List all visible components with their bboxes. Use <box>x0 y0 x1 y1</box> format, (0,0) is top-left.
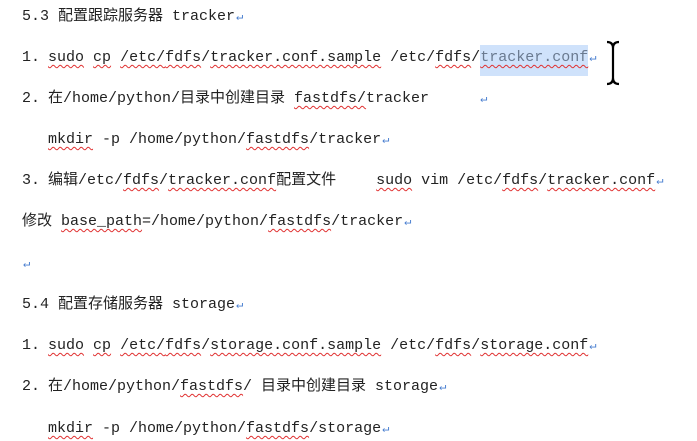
paragraph-mark-icon: ↵ <box>382 133 390 147</box>
text: fdfs <box>165 49 202 66</box>
step-1-storage: 1.sudo cp /etc/fdfs/storage.conf.sample … <box>22 336 596 356</box>
text: -p /home/python/ <box>93 420 247 437</box>
text: /etc/ <box>120 49 166 66</box>
text: /storage <box>309 420 382 437</box>
text: cp <box>93 49 112 66</box>
text: -p /home/python/ <box>93 131 247 148</box>
step-number: 1. <box>22 49 41 66</box>
text: cp <box>93 337 112 354</box>
text: fdfs <box>165 337 202 354</box>
step-number: 1. <box>22 337 41 354</box>
text: fdfs <box>123 172 160 189</box>
mkdir-storage: mkdir -p /home/python/fastdfs/storage↵ <box>48 419 389 439</box>
paragraph-mark-icon: ↵ <box>589 51 597 65</box>
text: fastdfs/ <box>294 90 367 107</box>
step-2-tracker: 2. 在/home/python/目录中创建目录 fastdfs/tracker ↵ <box>22 89 487 109</box>
text: /etc/ <box>120 337 166 354</box>
text: =/home/python/ <box>142 213 269 230</box>
text: /etc/ <box>381 337 436 354</box>
text: storage.conf <box>480 337 589 354</box>
step-number: 3. <box>22 172 41 189</box>
text: / <box>471 49 481 66</box>
text: sudo <box>48 337 85 354</box>
empty-paragraph: ↵ <box>22 254 30 274</box>
paragraph-mark-icon: ↵ <box>656 174 664 188</box>
modify-base-path: 修改 base_path=/home/python/fastdfs/tracke… <box>22 212 411 232</box>
text: tracker.conf.sample <box>210 49 382 66</box>
paragraph-mark-icon: ↵ <box>236 10 244 24</box>
text: 在/home/python/ <box>48 378 181 395</box>
text: 修改 <box>22 213 62 230</box>
text: / <box>471 337 481 354</box>
text: fastdfs <box>246 131 310 148</box>
text: fdfs <box>502 172 539 189</box>
text: /tracker <box>309 131 382 148</box>
text: 配置文件 <box>276 172 337 189</box>
paragraph-mark-icon: ↵ <box>382 422 390 436</box>
selected-text[interactable]: tracker.conf <box>480 45 589 76</box>
text: fdfs <box>435 49 472 66</box>
text: / 目录中创建目录 storage <box>243 378 439 395</box>
heading-5-3: 5.3 配置跟踪服务器 tracker↵ <box>22 7 243 27</box>
text: / <box>201 337 211 354</box>
text: / <box>201 49 211 66</box>
text: storage.conf.sample <box>210 337 382 354</box>
step-number: 2. <box>22 378 41 395</box>
text: vim /etc/ <box>412 172 503 189</box>
text: fastdfs <box>246 420 310 437</box>
text-cursor-icon <box>606 40 620 86</box>
text: tracker.conf <box>168 172 277 189</box>
mkdir-tracker: mkdir -p /home/python/fastdfs/tracker↵ <box>48 130 389 150</box>
paragraph-mark-icon: ↵ <box>589 339 597 353</box>
step-number: 2. <box>22 90 41 107</box>
paragraph-mark-icon: ↵ <box>404 215 412 229</box>
text: sudo <box>48 49 85 66</box>
text: sudo <box>376 172 413 189</box>
text: mkdir <box>48 420 94 437</box>
heading-text: 5.4 配置存储服务器 storage <box>22 296 236 313</box>
text: mkdir <box>48 131 94 148</box>
text: 编辑/etc/ <box>48 172 124 189</box>
heading-5-4: 5.4 配置存储服务器 storage↵ <box>22 295 243 315</box>
heading-text: 5.3 配置跟踪服务器 tracker <box>22 8 236 25</box>
paragraph-mark-icon: ↵ <box>439 380 447 394</box>
text: / <box>159 172 169 189</box>
step-2-storage: 2. 在/home/python/fastdfs/ 目录中创建目录 storage… <box>22 377 446 397</box>
step-1-tracker: 1.sudo cp /etc/fdfs/tracker.conf.sample … <box>22 45 597 76</box>
text: 在/home/python/目录中创建目录 <box>48 90 295 107</box>
text: fastdfs <box>268 213 332 230</box>
text: / <box>538 172 548 189</box>
text: tracker.conf <box>547 172 656 189</box>
paragraph-mark-icon: ↵ <box>236 298 244 312</box>
text: tracker <box>366 90 430 107</box>
text: /tracker <box>331 213 404 230</box>
text: fdfs <box>435 337 472 354</box>
paragraph-mark-icon: ↵ <box>23 257 31 271</box>
paragraph-mark-icon: ↵ <box>480 92 488 106</box>
text: /etc/ <box>381 49 436 66</box>
text: base_path <box>61 213 143 230</box>
text: fastdfs <box>180 378 244 395</box>
